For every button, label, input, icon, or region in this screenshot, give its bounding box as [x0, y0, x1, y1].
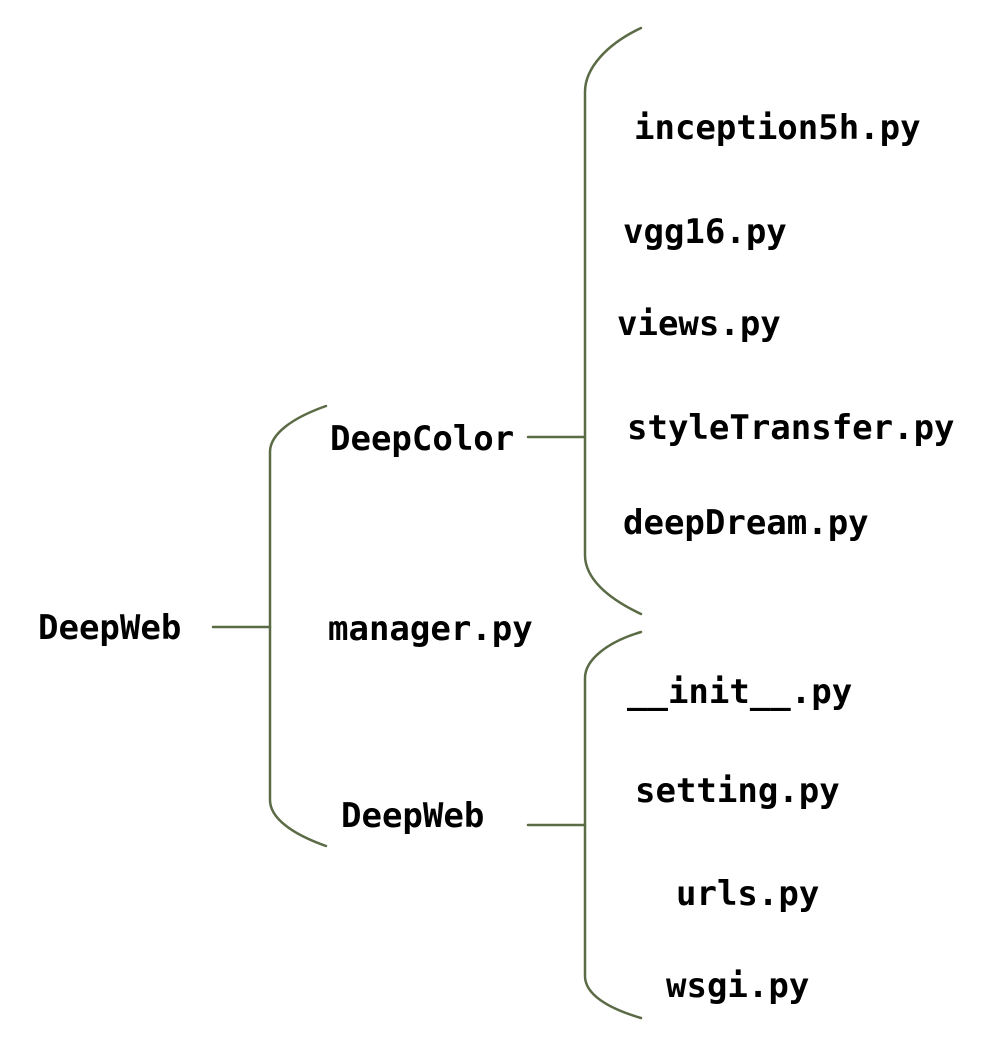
file-node: styleTransfer.py [627, 408, 955, 448]
file-node: vgg16.py [623, 212, 787, 252]
deepweb-package-node: DeepWeb [341, 796, 484, 836]
root-node: DeepWeb [38, 608, 181, 648]
file-node: urls.py [676, 874, 819, 914]
deepweb-bracket [583, 630, 643, 1020]
connectors [211, 26, 643, 1020]
file-node: setting.py [635, 771, 840, 811]
file-node: __init__.py [627, 672, 852, 712]
level1-bracket [268, 404, 328, 848]
file-node: inception5h.py [634, 108, 921, 148]
file-node: views.py [617, 304, 781, 344]
labels: DeepWeb DeepColor manager.py DeepWeb inc… [38, 108, 955, 1006]
file-node: wsgi.py [666, 966, 809, 1006]
manager-node: manager.py [328, 609, 533, 649]
deepcolor-bracket [583, 26, 643, 616]
file-node: deepDream.py [623, 503, 869, 543]
deepcolor-node: DeepColor [330, 419, 514, 459]
